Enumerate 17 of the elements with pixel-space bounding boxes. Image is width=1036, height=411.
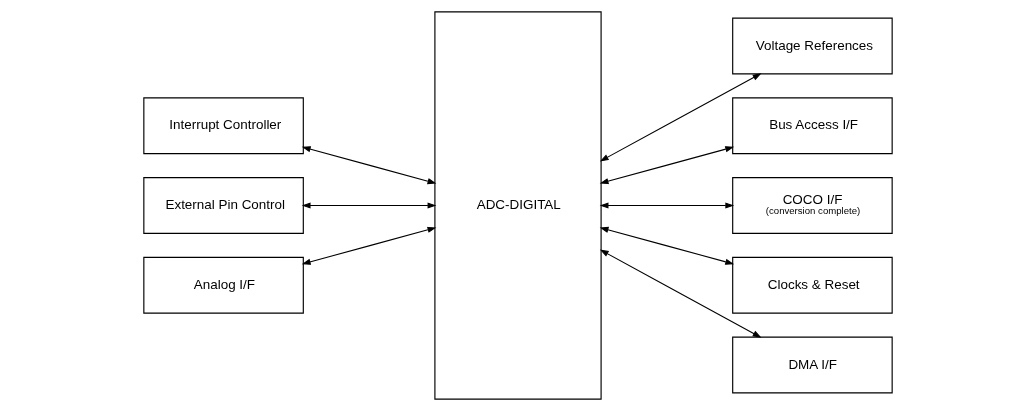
node-box: External Pin Control (143, 177, 304, 234)
arrow (301, 202, 437, 209)
arrow (599, 73, 762, 162)
node-box: ADC-DIGITAL (434, 11, 602, 400)
arrow (599, 249, 762, 338)
node-box: Analog I/F (143, 256, 304, 314)
node-box: Interrupt Controller (143, 97, 304, 155)
node-box: Bus Access I/F (732, 97, 893, 155)
node-box: DMA I/F (732, 336, 893, 394)
node-box: COCO I/F (conversion complete) (732, 177, 893, 234)
arrow (301, 226, 437, 265)
arrow (599, 202, 735, 209)
arrow (301, 146, 437, 185)
node-box: Clocks & Reset (732, 256, 893, 314)
arrow (599, 226, 735, 265)
arrow (599, 146, 735, 185)
node-box: Voltage References (732, 17, 893, 75)
